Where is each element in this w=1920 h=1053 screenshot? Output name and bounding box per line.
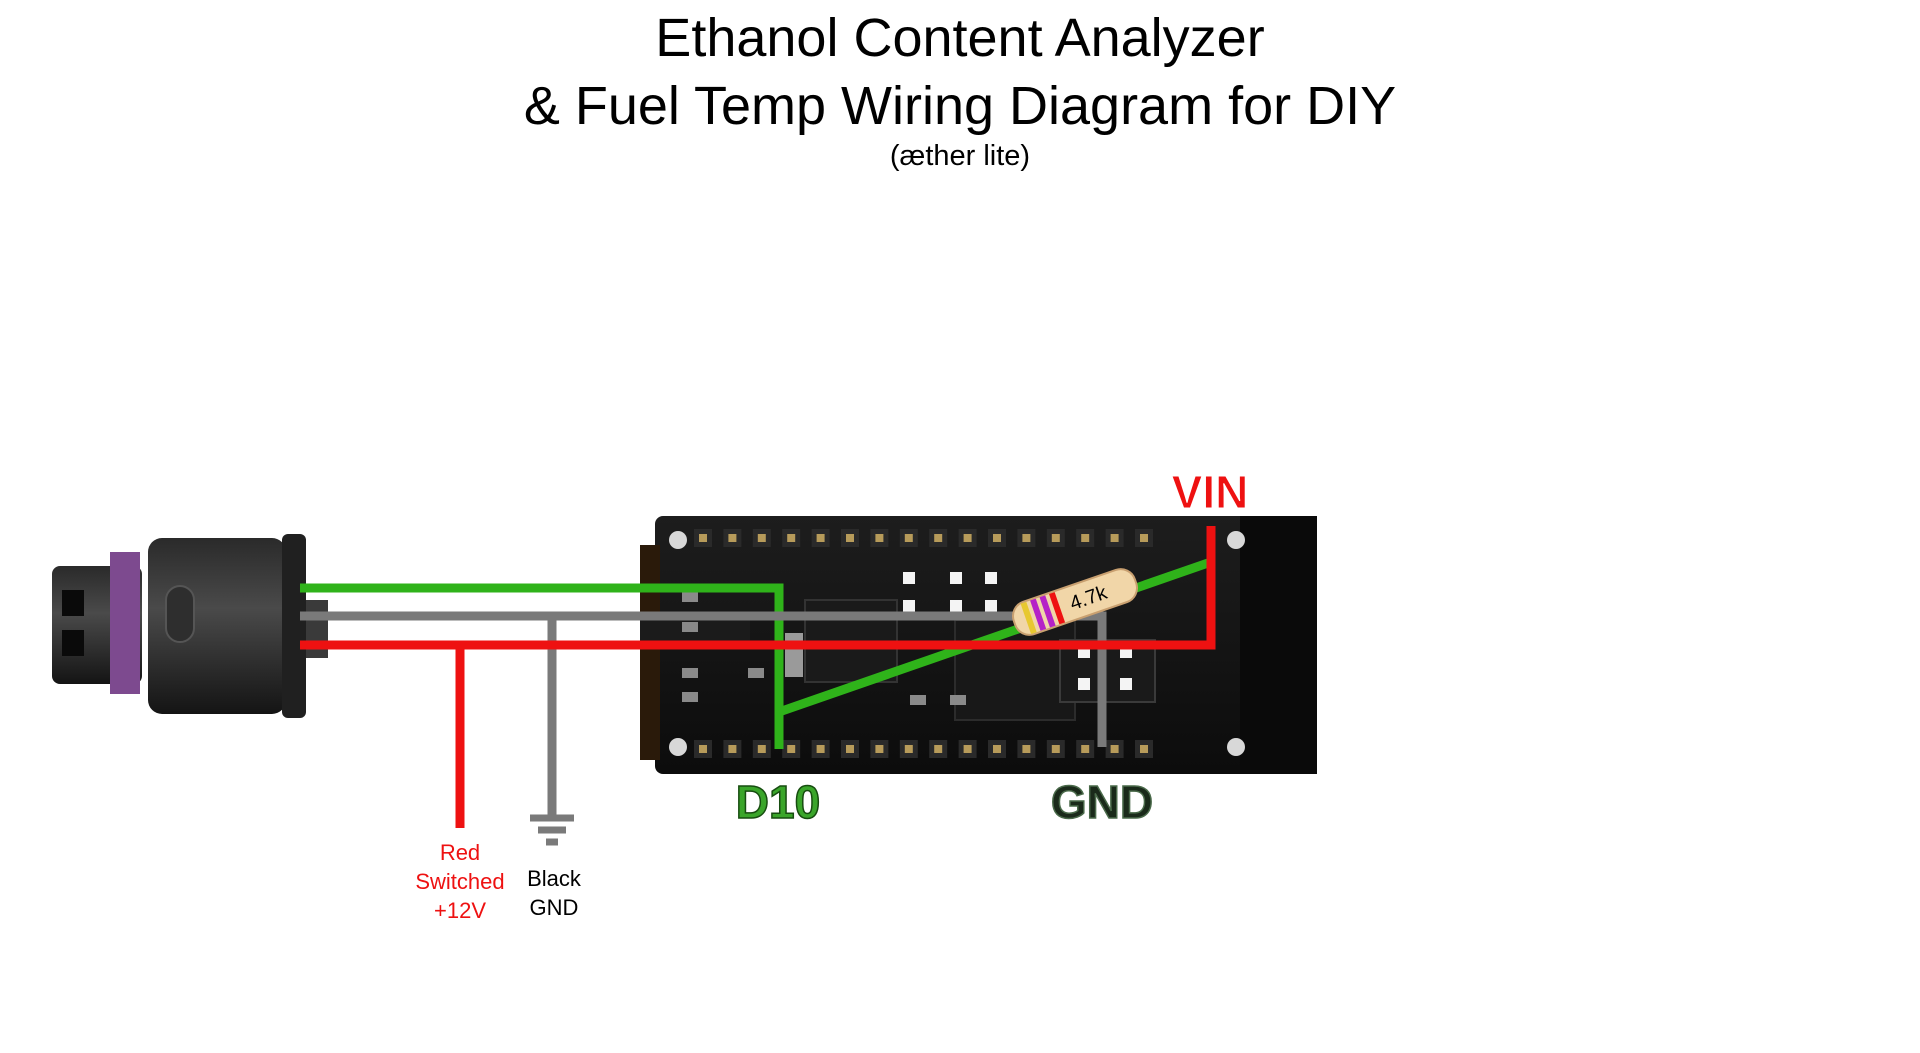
header-pin-contact (1140, 745, 1148, 753)
wire-green (300, 583, 784, 749)
crystal (785, 633, 803, 677)
header-pin-contact (816, 745, 825, 753)
header-pin-contact (787, 534, 796, 542)
pin-header-bottom (694, 740, 1153, 758)
red-wire-note-line: Red (440, 840, 480, 865)
header-pin-contact (846, 534, 854, 542)
sensor-connector (52, 534, 328, 718)
mount-hole (1227, 738, 1245, 756)
red-wire-note-line: +12V (434, 898, 486, 923)
mount-hole (1227, 531, 1245, 549)
resistor-band (1030, 598, 1047, 631)
header-pin-contact (1051, 745, 1060, 753)
smd-parts (682, 592, 966, 705)
pin-header-top (694, 529, 1153, 547)
header-pin-contact (875, 534, 884, 542)
header-pin-contact (1081, 534, 1090, 542)
connector-latch (110, 552, 140, 694)
header-pin-contact (963, 745, 972, 753)
header-pin-contact (757, 745, 766, 753)
connector-flange (282, 534, 306, 718)
header-pin-contact (816, 534, 825, 542)
pin-label-d10: D10 (736, 776, 820, 828)
header-pin-contact (1051, 534, 1060, 542)
ground-symbol-icon (530, 814, 574, 846)
header-pin-contact (757, 534, 766, 542)
wire-red (300, 526, 1216, 650)
header-pin-contact (1081, 745, 1090, 753)
resistor-band (1048, 592, 1066, 625)
title-line-2: & Fuel Temp Wiring Diagram for DIY (523, 76, 1397, 136)
resistor-band (1039, 595, 1056, 628)
pin-label-gnd: GND (1051, 776, 1153, 828)
header-pin-contact (1022, 534, 1031, 542)
header-pin-contact (1110, 534, 1119, 542)
black-wire-note-line: GND (530, 895, 579, 920)
connector-pin-slot (62, 590, 84, 616)
connector-housing (148, 538, 286, 714)
mount-hole (669, 531, 687, 549)
header-pin-contact (787, 745, 796, 753)
header-pin-contact (728, 745, 737, 753)
resistor-band (1020, 601, 1037, 635)
red-wire-note: Red Switched +12V (415, 840, 504, 923)
header-pin-contact (1110, 745, 1119, 753)
title-subtitle: (æther lite) (889, 140, 1031, 172)
header-pin-contact (904, 745, 913, 753)
resistor-4-7k: 4.7k (1012, 568, 1138, 636)
header-pin-contact (699, 534, 707, 542)
header-pin-contact (904, 534, 913, 542)
connector-grip (165, 585, 195, 643)
wire-gray (300, 611, 1107, 747)
header-pin-contact (875, 745, 884, 753)
header-pin-contact (993, 745, 1001, 753)
pin-label-vin: VIN (1172, 466, 1249, 518)
chip-mcu (954, 619, 1076, 721)
header-pin-contact (1140, 534, 1148, 542)
header-pin-contact (993, 534, 1001, 542)
header-pin-contact (934, 534, 943, 542)
usb-connector (1240, 516, 1317, 774)
header-pin-contact (934, 745, 943, 753)
header-pin-contact (846, 745, 854, 753)
chip-icsp (1059, 639, 1156, 703)
mount-hole (669, 738, 687, 756)
header-pin-contact (699, 745, 707, 753)
red-wire-note-line: Switched (415, 869, 504, 894)
black-wire-note: Black GND (527, 866, 582, 920)
header-pin-contact (728, 534, 737, 542)
connector-pin-slot (62, 630, 84, 656)
board-edge (640, 545, 660, 760)
black-wire-note-line: Black (527, 866, 582, 891)
header-pin-contact (963, 534, 972, 542)
header-pin-contact (1022, 745, 1031, 753)
title-line-1: Ethanol Content Analyzer (655, 8, 1265, 68)
resistor-body (1012, 568, 1138, 636)
